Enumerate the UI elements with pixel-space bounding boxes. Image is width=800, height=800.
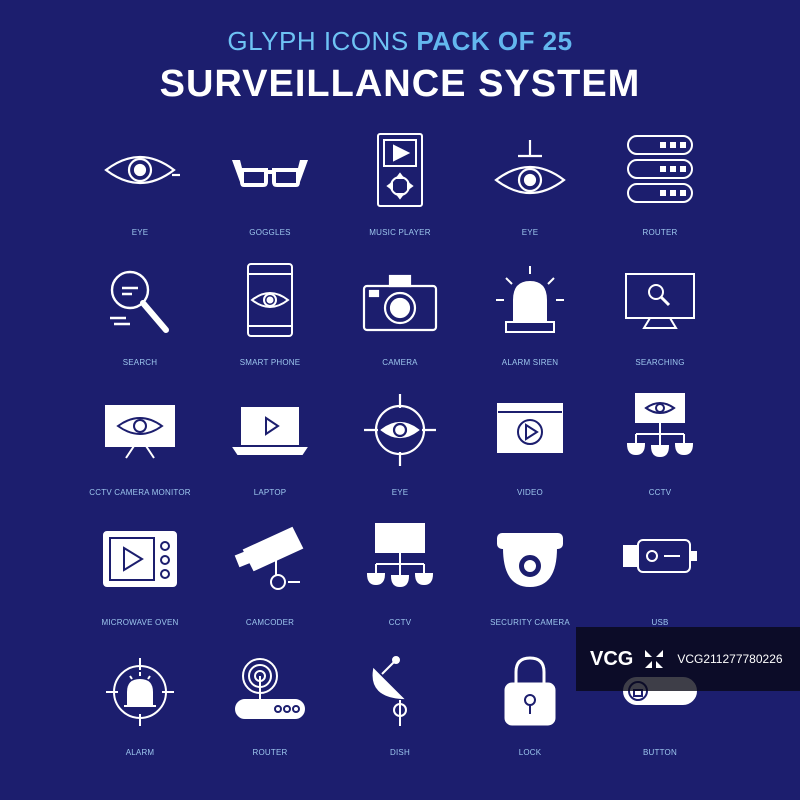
- icon-label: SEARCH: [122, 358, 158, 367]
- video-icon: [490, 390, 570, 470]
- watermark: VCG VCG211277780226: [576, 627, 800, 691]
- icon-tile: CCTV: [595, 378, 725, 508]
- icon-label: BUTTON: [643, 748, 677, 757]
- header: GLYPH ICONS PACK OF 25 SURVEILLANCE SYST…: [0, 0, 800, 106]
- target-eye-icon: [360, 390, 440, 470]
- padlock-icon: [490, 650, 570, 730]
- icon-label: MICROWAVE OVEN: [101, 618, 179, 627]
- wifi-router-icon: [230, 650, 310, 730]
- icon-tile: CCTV CAMERA MONITOR: [75, 378, 205, 508]
- searching-monitor-icon: [620, 260, 700, 340]
- icon-label: VIDEO: [517, 488, 543, 497]
- icon-tile: DISH: [335, 638, 465, 768]
- icon-label: SEARCHING: [635, 358, 685, 367]
- camera-icon: [360, 260, 440, 340]
- icon-grid: EYE GOGGLES MUSIC PLAYER: [75, 118, 725, 768]
- usb-icon: [620, 520, 700, 600]
- cctv-monitor-icon: [100, 390, 180, 470]
- icon-label: EYE: [391, 488, 409, 497]
- icon-label: CCTV: [648, 488, 672, 497]
- alarm-target-icon: [100, 650, 180, 730]
- cctv-network-icon: [620, 390, 700, 470]
- icon-label: ROUTER: [642, 228, 678, 237]
- watermark-mark-icon: [641, 646, 667, 672]
- icon-tile: ROUTER: [595, 118, 725, 248]
- icon-tile: SEARCHING: [595, 248, 725, 378]
- camcorder-icon: [230, 520, 310, 600]
- icon-label: CAMCODER: [245, 618, 295, 627]
- alarm-siren-icon: [490, 260, 570, 340]
- icon-tile: MICROWAVE OVEN: [75, 508, 205, 638]
- icon-tile: EYE: [465, 118, 595, 248]
- icon-tile: VIDEO: [465, 378, 595, 508]
- icon-label: MUSIC PLAYER: [369, 228, 431, 237]
- icon-tile: GOGGLES: [205, 118, 335, 248]
- subtitle-strong: PACK OF 25: [416, 26, 573, 56]
- icon-label: SMART PHONE: [239, 358, 301, 367]
- icon-label: SECURITY CAMERA: [490, 618, 570, 627]
- icon-tile: EYE: [335, 378, 465, 508]
- icon-tile: SMART PHONE: [205, 248, 335, 378]
- icon-label: ROUTER: [252, 748, 288, 757]
- goggles-icon: [230, 130, 310, 210]
- icon-label: CCTV CAMERA MONITOR: [89, 488, 191, 497]
- icon-tile: EYE: [75, 118, 205, 248]
- icon-label: EYE: [521, 228, 539, 237]
- icon-tile: USB: [595, 508, 725, 638]
- dome-camera-icon: [490, 520, 570, 600]
- icon-tile: ALARM SIREN: [465, 248, 595, 378]
- icon-tile: CAMCODER: [205, 508, 335, 638]
- icon-label: CCTV: [388, 618, 412, 627]
- smart-phone-icon: [230, 260, 310, 340]
- subtitle-light: GLYPH ICONS: [227, 26, 409, 56]
- microwave-icon: [100, 520, 180, 600]
- icon-label: LOCK: [518, 748, 542, 757]
- server-router-icon: [620, 130, 700, 210]
- page-title: SURVEILLANCE SYSTEM: [159, 63, 641, 105]
- icon-tile: SECURITY CAMERA: [465, 508, 595, 638]
- icon-label: LAPTOP: [253, 488, 287, 497]
- icon-tile: ROUTER: [205, 638, 335, 768]
- icon-label: ALARM SIREN: [501, 358, 559, 367]
- icon-tile: LOCK: [465, 638, 595, 768]
- search-icon: [100, 260, 180, 340]
- icon-label: DISH: [390, 748, 410, 757]
- icon-tile: LAPTOP: [205, 378, 335, 508]
- watermark-logo: VCG: [590, 647, 634, 670]
- icon-label: USB: [651, 618, 669, 627]
- satellite-dish-icon: [360, 650, 440, 730]
- eye-icon: [100, 130, 180, 210]
- hanging-eye-icon: [490, 130, 570, 210]
- icon-tile: MUSIC PLAYER: [335, 118, 465, 248]
- pack-subtitle: GLYPH ICONS PACK OF 25: [0, 26, 800, 57]
- music-player-icon: [360, 130, 440, 210]
- icon-tile: SEARCH: [75, 248, 205, 378]
- icon-label: ALARM: [125, 748, 155, 757]
- laptop-icon: [230, 390, 310, 470]
- icon-tile: CCTV: [335, 508, 465, 638]
- cctv-network-icon: [360, 520, 440, 600]
- icon-label: GOGGLES: [249, 228, 291, 237]
- icon-tile: ALARM: [75, 638, 205, 768]
- watermark-id: VCG211277780226: [677, 652, 783, 666]
- icon-tile: CAMERA: [335, 248, 465, 378]
- icon-label: CAMERA: [382, 358, 418, 367]
- icon-label: EYE: [131, 228, 149, 237]
